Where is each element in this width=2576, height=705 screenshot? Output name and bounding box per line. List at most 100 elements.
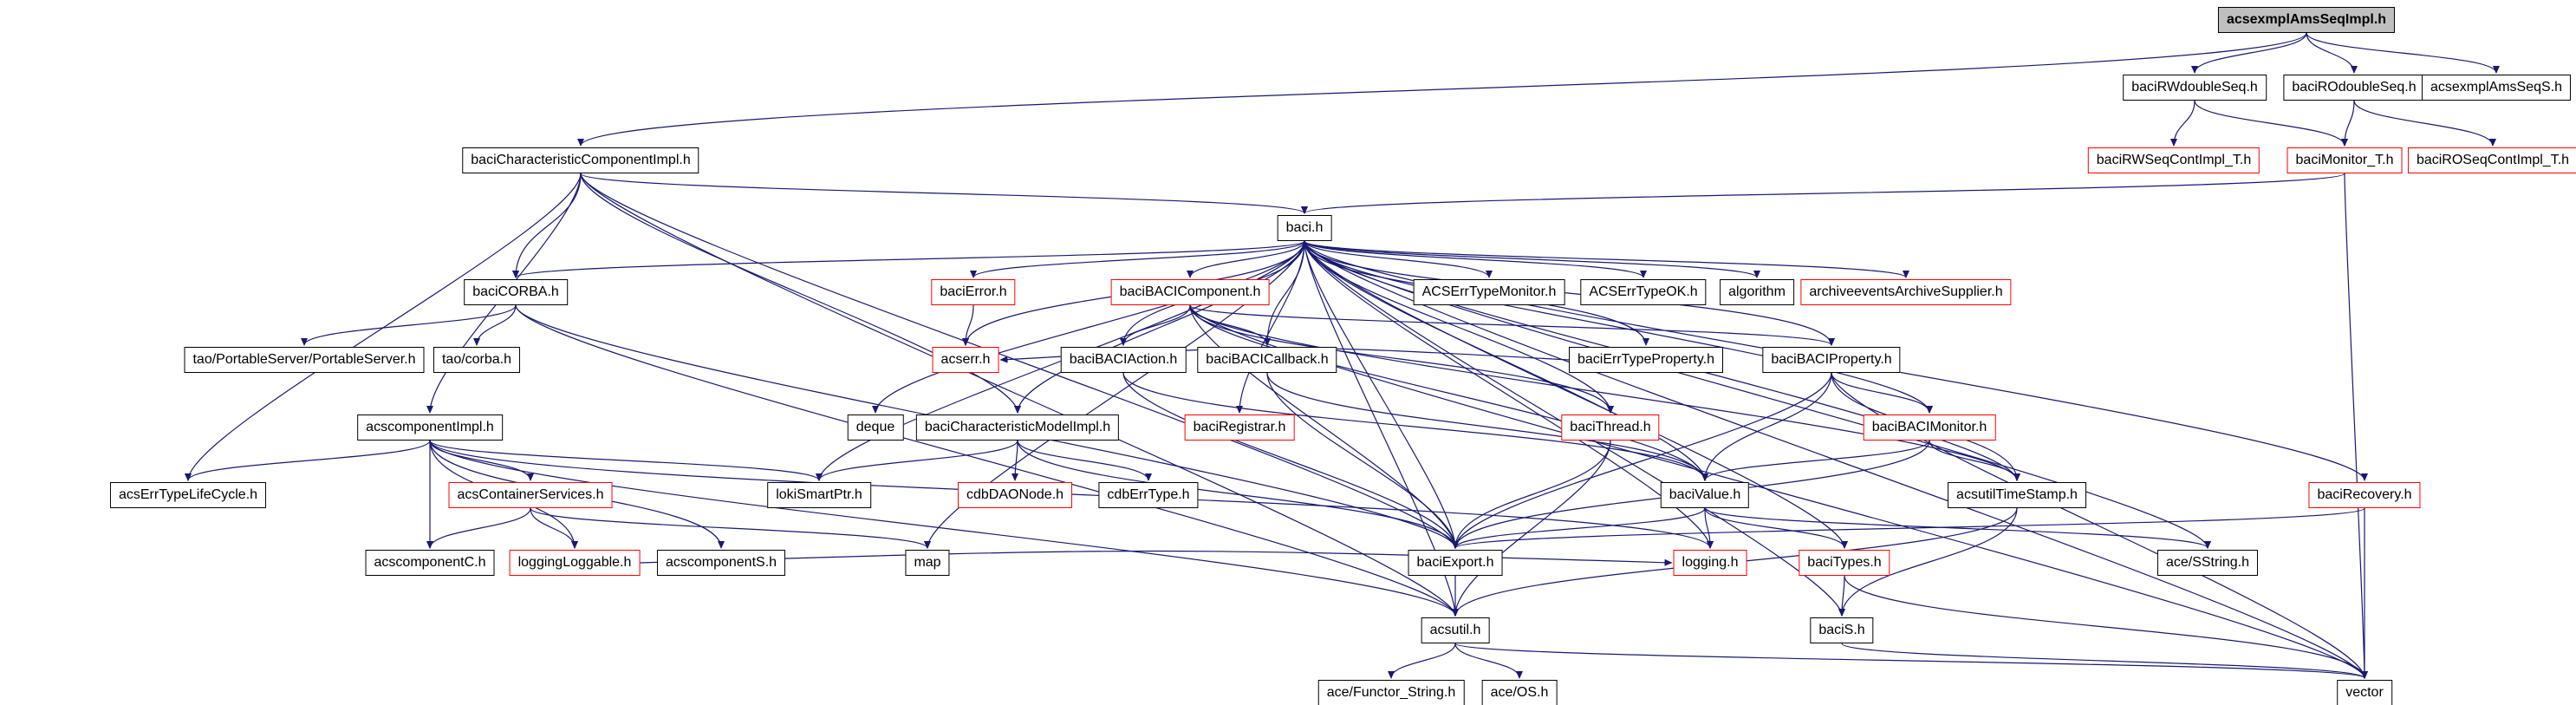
node-bacis-h[interactable]: baciS.h (1810, 617, 1874, 643)
edge (512, 240, 1305, 278)
node-baciroseqcontimpl-t-h[interactable]: baciROSeqContImpl_T.h (2407, 147, 2576, 173)
edge (185, 173, 582, 481)
edge (1304, 240, 1459, 549)
node-bacirecovery-h[interactable]: baciRecovery.h (2308, 482, 2421, 508)
edge (1452, 372, 1832, 549)
edge (1189, 304, 1835, 346)
node-acserrtypemonitor-h[interactable]: ACSErrTypeMonitor.h (1413, 279, 1565, 305)
edge (1929, 440, 2020, 481)
node-bacierror-h[interactable]: baciError.h (931, 279, 1016, 305)
edge (2194, 100, 2348, 147)
node-baciexport-h[interactable]: baciExport.h (1408, 550, 1503, 576)
edge (1017, 440, 1459, 549)
edge (1236, 240, 1305, 414)
edge (1304, 240, 1714, 549)
edge (1704, 507, 1714, 549)
edge (512, 173, 582, 278)
edge (1841, 643, 2368, 679)
node-acscomponentimpl-h[interactable]: acscomponentImpl.h (357, 415, 503, 441)
node-bacibaciaction-h[interactable]: baciBACIAction.h (1060, 347, 1187, 373)
node-loggingloggable-h[interactable]: loggingLoggable.h (509, 550, 641, 576)
edge (1452, 507, 2365, 549)
edge (2170, 100, 2195, 147)
edge (1189, 304, 1459, 549)
edge (1831, 372, 2368, 679)
node-algorithm[interactable]: algorithm (1720, 279, 1794, 305)
node-bacierrtypeproperty-h[interactable]: baciErrTypeProperty.h (1569, 347, 1723, 373)
edge (1844, 575, 2368, 679)
node-bacirwseqcontimpl-t-h[interactable]: baciRWSeqContImpl_T.h (2087, 147, 2261, 173)
node-bacicorba-h[interactable]: baciCORBA.h (464, 279, 568, 305)
node-lokismartptr-h[interactable]: lokiSmartPtr.h (767, 482, 871, 508)
node-acsutiltimestamp-h[interactable]: acsutilTimeStamp.h (1948, 482, 2086, 508)
node-acserr-h[interactable]: acserr.h (932, 347, 999, 373)
node-deque[interactable]: deque (847, 415, 904, 441)
edge (1838, 575, 1846, 617)
node-ace-sstring-h[interactable]: ace/SString.h (2156, 550, 2259, 576)
edge (1304, 240, 1493, 278)
node-baciregistrar-h[interactable]: baciRegistrar.h (1184, 415, 1295, 441)
edge (1189, 304, 1614, 414)
edge (1454, 643, 2368, 679)
edge (872, 240, 1305, 414)
edge (1304, 240, 2368, 679)
node-bacithread-h[interactable]: baciThread.h (1561, 415, 1660, 441)
node-bacivalue-h[interactable]: baciValue.h (1660, 482, 1750, 508)
edge (2353, 100, 2496, 147)
node-tao-portableserver-portableserver-h[interactable]: tao/PortableServer/PortableServer.h (184, 347, 425, 373)
node-ace-os-h[interactable]: ace/OS.h (1481, 680, 1558, 705)
node-bacibacimonitor-h[interactable]: baciBACIMonitor.h (1863, 415, 1996, 441)
node-bacibaciproperty-h[interactable]: baciBACIProperty.h (1762, 347, 1901, 373)
edge (1304, 240, 2211, 549)
edge (1012, 440, 1019, 481)
node-bacicharacteristicmodelimpl-h[interactable]: baciCharacteristicModelImpl.h (915, 415, 1120, 441)
node-ace-functor-string-h[interactable]: ace/Functor_String.h (1317, 680, 1465, 705)
node-bacibacicallback-h[interactable]: baciBACICallback.h (1197, 347, 1337, 373)
edge (1454, 643, 1523, 679)
edge (2306, 32, 2500, 74)
node-baci-h[interactable]: baci.h (1277, 215, 1332, 241)
edge (429, 440, 1459, 617)
node-map[interactable]: map (905, 550, 950, 576)
edge (1704, 507, 1848, 549)
edge (640, 550, 1673, 566)
node-bacimonitor-t-h[interactable]: baciMonitor_T.h (2287, 147, 2403, 173)
edge (1122, 372, 1459, 549)
edge (816, 440, 1018, 481)
edge (1831, 372, 1933, 414)
edge (1187, 240, 1305, 278)
node-acserrtypelifecycle-h[interactable]: acsErrTypeLifeCycle.h (109, 482, 267, 508)
edge (1266, 372, 1708, 481)
node-acscomponentc-h[interactable]: acscomponentC.h (365, 550, 495, 576)
node-acsexmplamsseqs-h[interactable]: acsexmplAmsSeqS.h (2421, 75, 2572, 101)
edge (970, 240, 1305, 278)
edge (530, 507, 931, 549)
edge (1304, 240, 1647, 278)
edge (530, 507, 578, 549)
node-tao-corba-h[interactable]: tao/corba.h (433, 347, 521, 373)
node-bacibacicomponent-h[interactable]: baciBACIComponent.h (1110, 279, 1270, 305)
node-bacicharacteristiccomponentimpl-h[interactable]: baciCharacteristicComponentImpl.h (462, 147, 699, 173)
node-logging-h[interactable]: logging.h (1673, 550, 1747, 576)
node-acscontainerservices-h[interactable]: acsContainerServices.h (448, 482, 613, 508)
edge (1120, 304, 1191, 346)
edge (577, 32, 2307, 147)
node-acsexmplamsseqimpl-h[interactable]: acsexmplAmsSeqImpl.h (2217, 7, 2396, 33)
edge (1388, 643, 1456, 679)
node-vector[interactable]: vector (2337, 680, 2392, 705)
node-acserrtypeok-h[interactable]: ACSErrTypeOK.h (1580, 279, 1707, 305)
edge (1301, 173, 2345, 214)
edge (1304, 240, 1909, 278)
node-acsutil-h[interactable]: acsutil.h (1421, 617, 1490, 643)
edge (426, 507, 531, 549)
node-cdbdaonode-h[interactable]: cdbDAONode.h (957, 482, 1073, 508)
edge (580, 173, 1459, 549)
edge (1017, 440, 1152, 481)
edge (580, 173, 1308, 214)
node-bacirwdoubleseq-h[interactable]: baciRWdoubleSeq.h (2123, 75, 2267, 101)
node-archiveeventsarchivesupplier-h[interactable]: archiveeventsArchiveSupplier.h (1800, 279, 2012, 305)
node-bacitypes-h[interactable]: baciTypes.h (1799, 550, 1890, 576)
node-acscomponents-h[interactable]: acscomponentS.h (656, 550, 786, 576)
node-bacirodoubleseq-h[interactable]: baciROdoubleSeq.h (2283, 75, 2425, 101)
node-cdberrtype-h[interactable]: cdbErrType.h (1098, 482, 1199, 508)
